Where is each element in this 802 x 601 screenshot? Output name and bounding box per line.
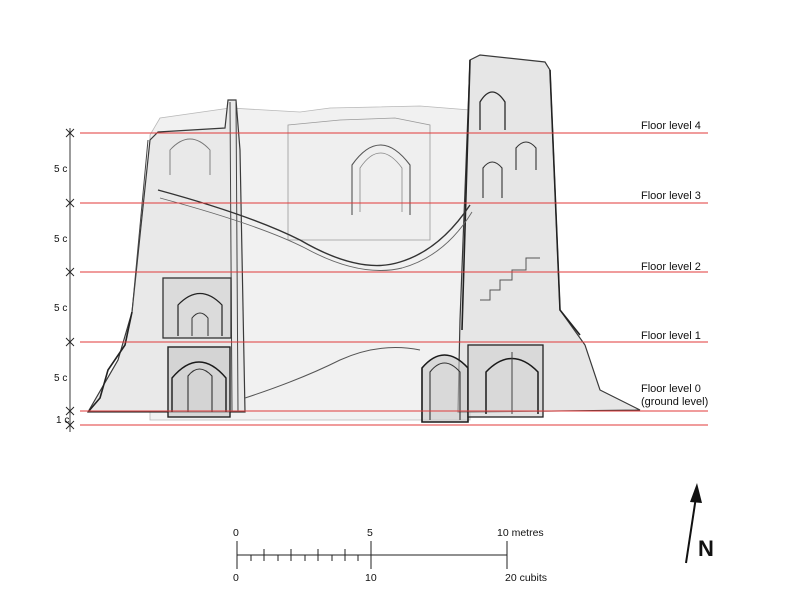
north-label: N — [698, 536, 714, 561]
right-tower-arch-2 — [482, 161, 503, 198]
scale-cubits-zero: 0 — [233, 572, 239, 584]
left-room-level1-arch — [177, 292, 223, 336]
floor-label-0-sub: (ground level) — [641, 396, 708, 408]
dimension-label-5: 1 c — [56, 415, 69, 426]
left-tower-edge — [131, 99, 239, 413]
north-arrow: N — [685, 483, 714, 564]
scale-bar — [236, 541, 508, 569]
dimension-label-2: 5 c — [54, 234, 67, 245]
ground-curve — [244, 347, 421, 399]
dimension-ticks — [65, 128, 75, 430]
left-room-level1-niche — [191, 312, 209, 336]
scale-metres-end: 10 metres — [497, 527, 544, 539]
right-tower-edge — [461, 59, 581, 336]
left-room-level0-niche — [187, 368, 213, 412]
scale-metres-zero: 0 — [233, 527, 239, 539]
upper-central-arch-inner — [359, 152, 403, 212]
dimension-label-3: 5 c — [54, 303, 67, 314]
upper-central-wall — [287, 117, 431, 241]
left-room-level0-arch — [171, 361, 227, 412]
scale-cubits-end: 20 cubits — [505, 572, 547, 584]
sagging-floor-curve — [157, 189, 471, 267]
ruin-elevation — [86, 54, 641, 423]
floor-label-4: Floor level 4 — [641, 120, 701, 132]
dimension-label-4: 5 c — [54, 373, 67, 384]
scale-bar-labels: 0 5 10 metres 0 10 20 cubits — [233, 527, 547, 584]
right-doorway-arch — [421, 354, 469, 423]
floor-lines — [80, 132, 708, 426]
upper-central-arch — [351, 144, 411, 215]
sagging-floor-curve-2 — [159, 197, 473, 271]
dimension-labels: 5 c 5 c 5 c 5 c 1 c — [54, 164, 69, 426]
north-arrow-head — [690, 483, 702, 503]
floor-labels: Floor level 4 Floor level 3 Floor level … — [641, 120, 708, 408]
right-tower-arch-3 — [515, 141, 537, 170]
dimension-label-1: 5 c — [54, 164, 67, 175]
dimension-chain — [65, 128, 75, 432]
left-room-level1 — [162, 277, 232, 339]
floor-label-1: Floor level 1 — [641, 330, 701, 342]
right-room-level0 — [467, 344, 544, 418]
left-room-level0 — [167, 346, 231, 418]
scale-metres-mid: 5 — [367, 527, 373, 539]
floor-label-2: Floor level 2 — [641, 261, 701, 273]
floor-label-3: Floor level 3 — [641, 190, 701, 202]
left-slope — [87, 311, 133, 413]
scale-cubits-mid: 10 — [365, 572, 377, 584]
scale-bar-minor-ticks — [250, 549, 359, 561]
right-tower-upper-arch — [479, 91, 506, 130]
right-doorway-inner — [429, 362, 461, 420]
right-tower-stair — [480, 257, 540, 301]
north-arrow-shaft — [685, 496, 697, 564]
floor-label-0: Floor level 0 — [641, 383, 701, 395]
left-tower-upper-arch — [169, 138, 211, 175]
